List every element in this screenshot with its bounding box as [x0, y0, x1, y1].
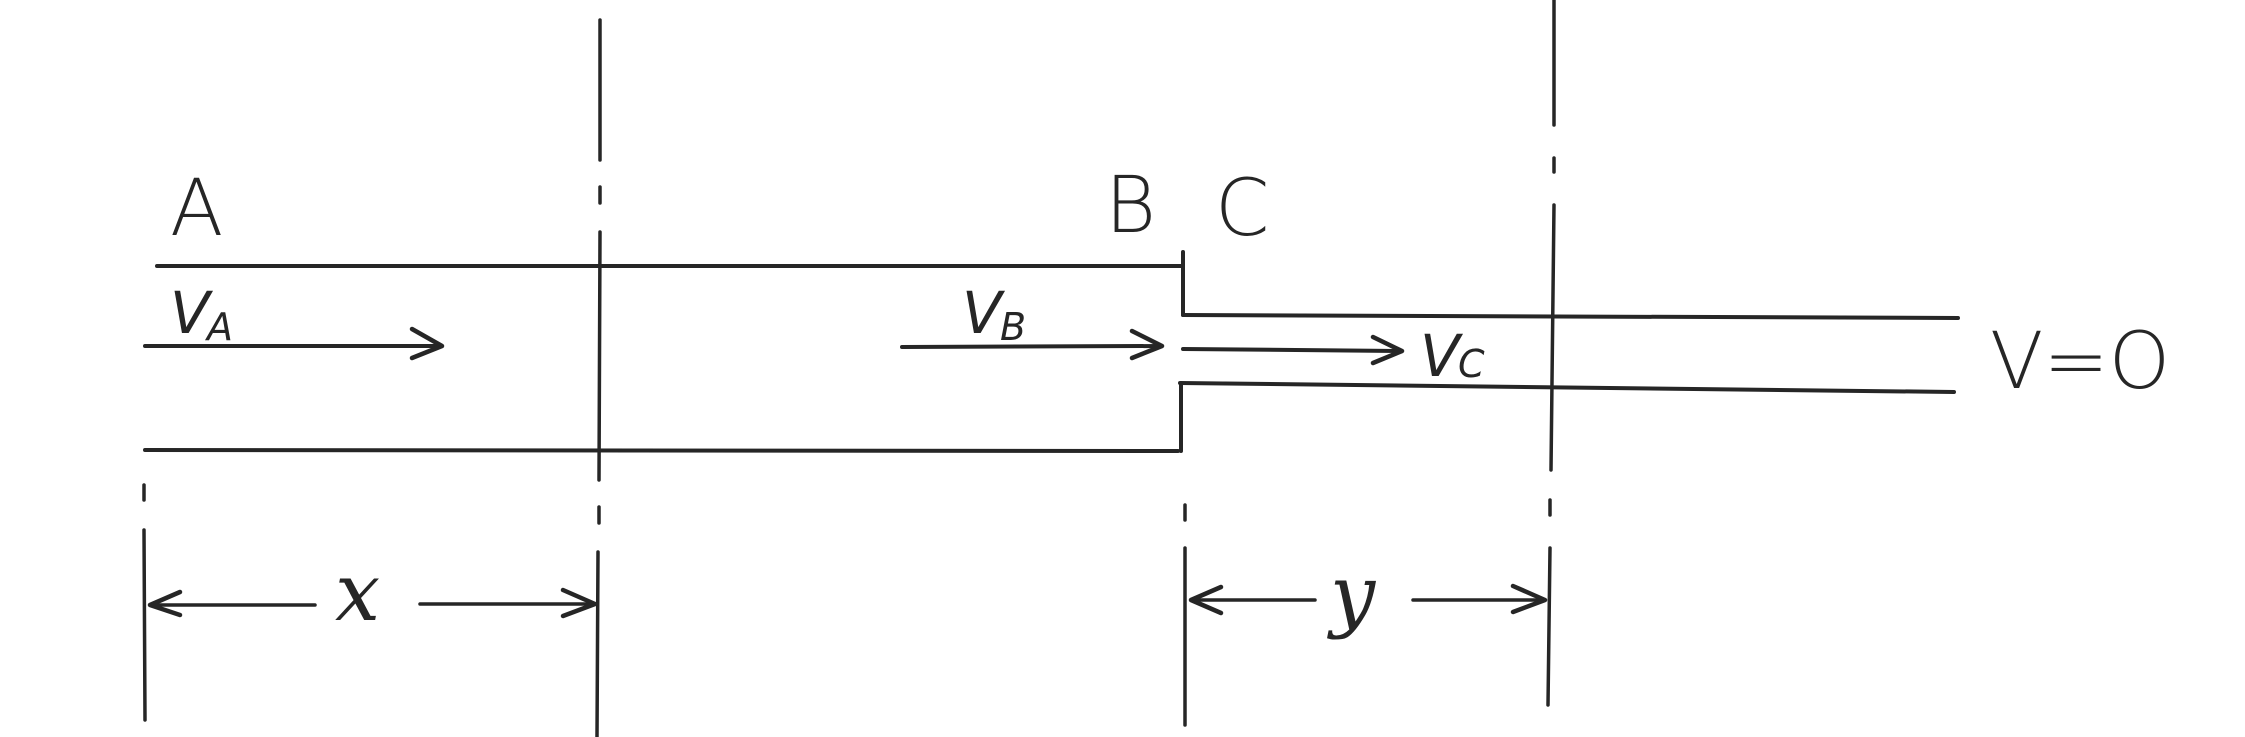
- section-line-1: [595, 18, 602, 737]
- section-line-a: [142, 483, 147, 722]
- label-velocity-end: V=O: [1990, 317, 2170, 407]
- label-dimension-y: y: [1327, 548, 1377, 641]
- label-velocity-c: V C: [1420, 322, 1485, 390]
- narrow-pipe: [1178, 313, 1960, 394]
- dimension-x-right-arrowhead: [560, 587, 598, 619]
- label-velocity-a: V A: [170, 279, 233, 349]
- dimension-y: [1188, 583, 1548, 616]
- wide-pipe-bottom-wall: [143, 448, 1180, 453]
- label-point-a: A: [170, 164, 223, 254]
- arrow-vb-head: [1129, 328, 1165, 361]
- label-velocity-a-symbol: V: [170, 279, 214, 347]
- arrow-vc-head: [1370, 334, 1405, 366]
- wide-pipe: [143, 264, 1185, 453]
- label-velocity-c-symbol: V: [1420, 322, 1464, 390]
- label-point-c: C: [1215, 164, 1269, 254]
- pipe-contraction: [1179, 250, 1185, 453]
- label-velocity-a-subscript: A: [204, 305, 233, 349]
- label-velocity-c-subscript: C: [1458, 342, 1485, 386]
- arrow-vc: [1181, 334, 1405, 366]
- label-dimension-x: x: [335, 546, 380, 639]
- label-velocity-b: V B: [962, 279, 1026, 349]
- label-point-b: B: [1105, 161, 1156, 251]
- dimension-x-left-arrowhead: [147, 589, 183, 618]
- section-line-2: [1546, 0, 1556, 707]
- narrow-pipe-bottom-wall: [1178, 381, 1956, 394]
- label-velocity-b-symbol: V: [962, 279, 1006, 347]
- dimension-y-right-arrowhead: [1510, 583, 1548, 615]
- arrow-va: [143, 326, 445, 361]
- dimension-y-left-arrowhead: [1188, 584, 1224, 616]
- arrow-va-head: [409, 326, 445, 361]
- arrow-vb: [900, 328, 1165, 361]
- dimension-x: [147, 587, 598, 619]
- narrow-pipe-top-wall: [1181, 313, 1960, 320]
- label-velocity-b-subscript: B: [1000, 305, 1026, 349]
